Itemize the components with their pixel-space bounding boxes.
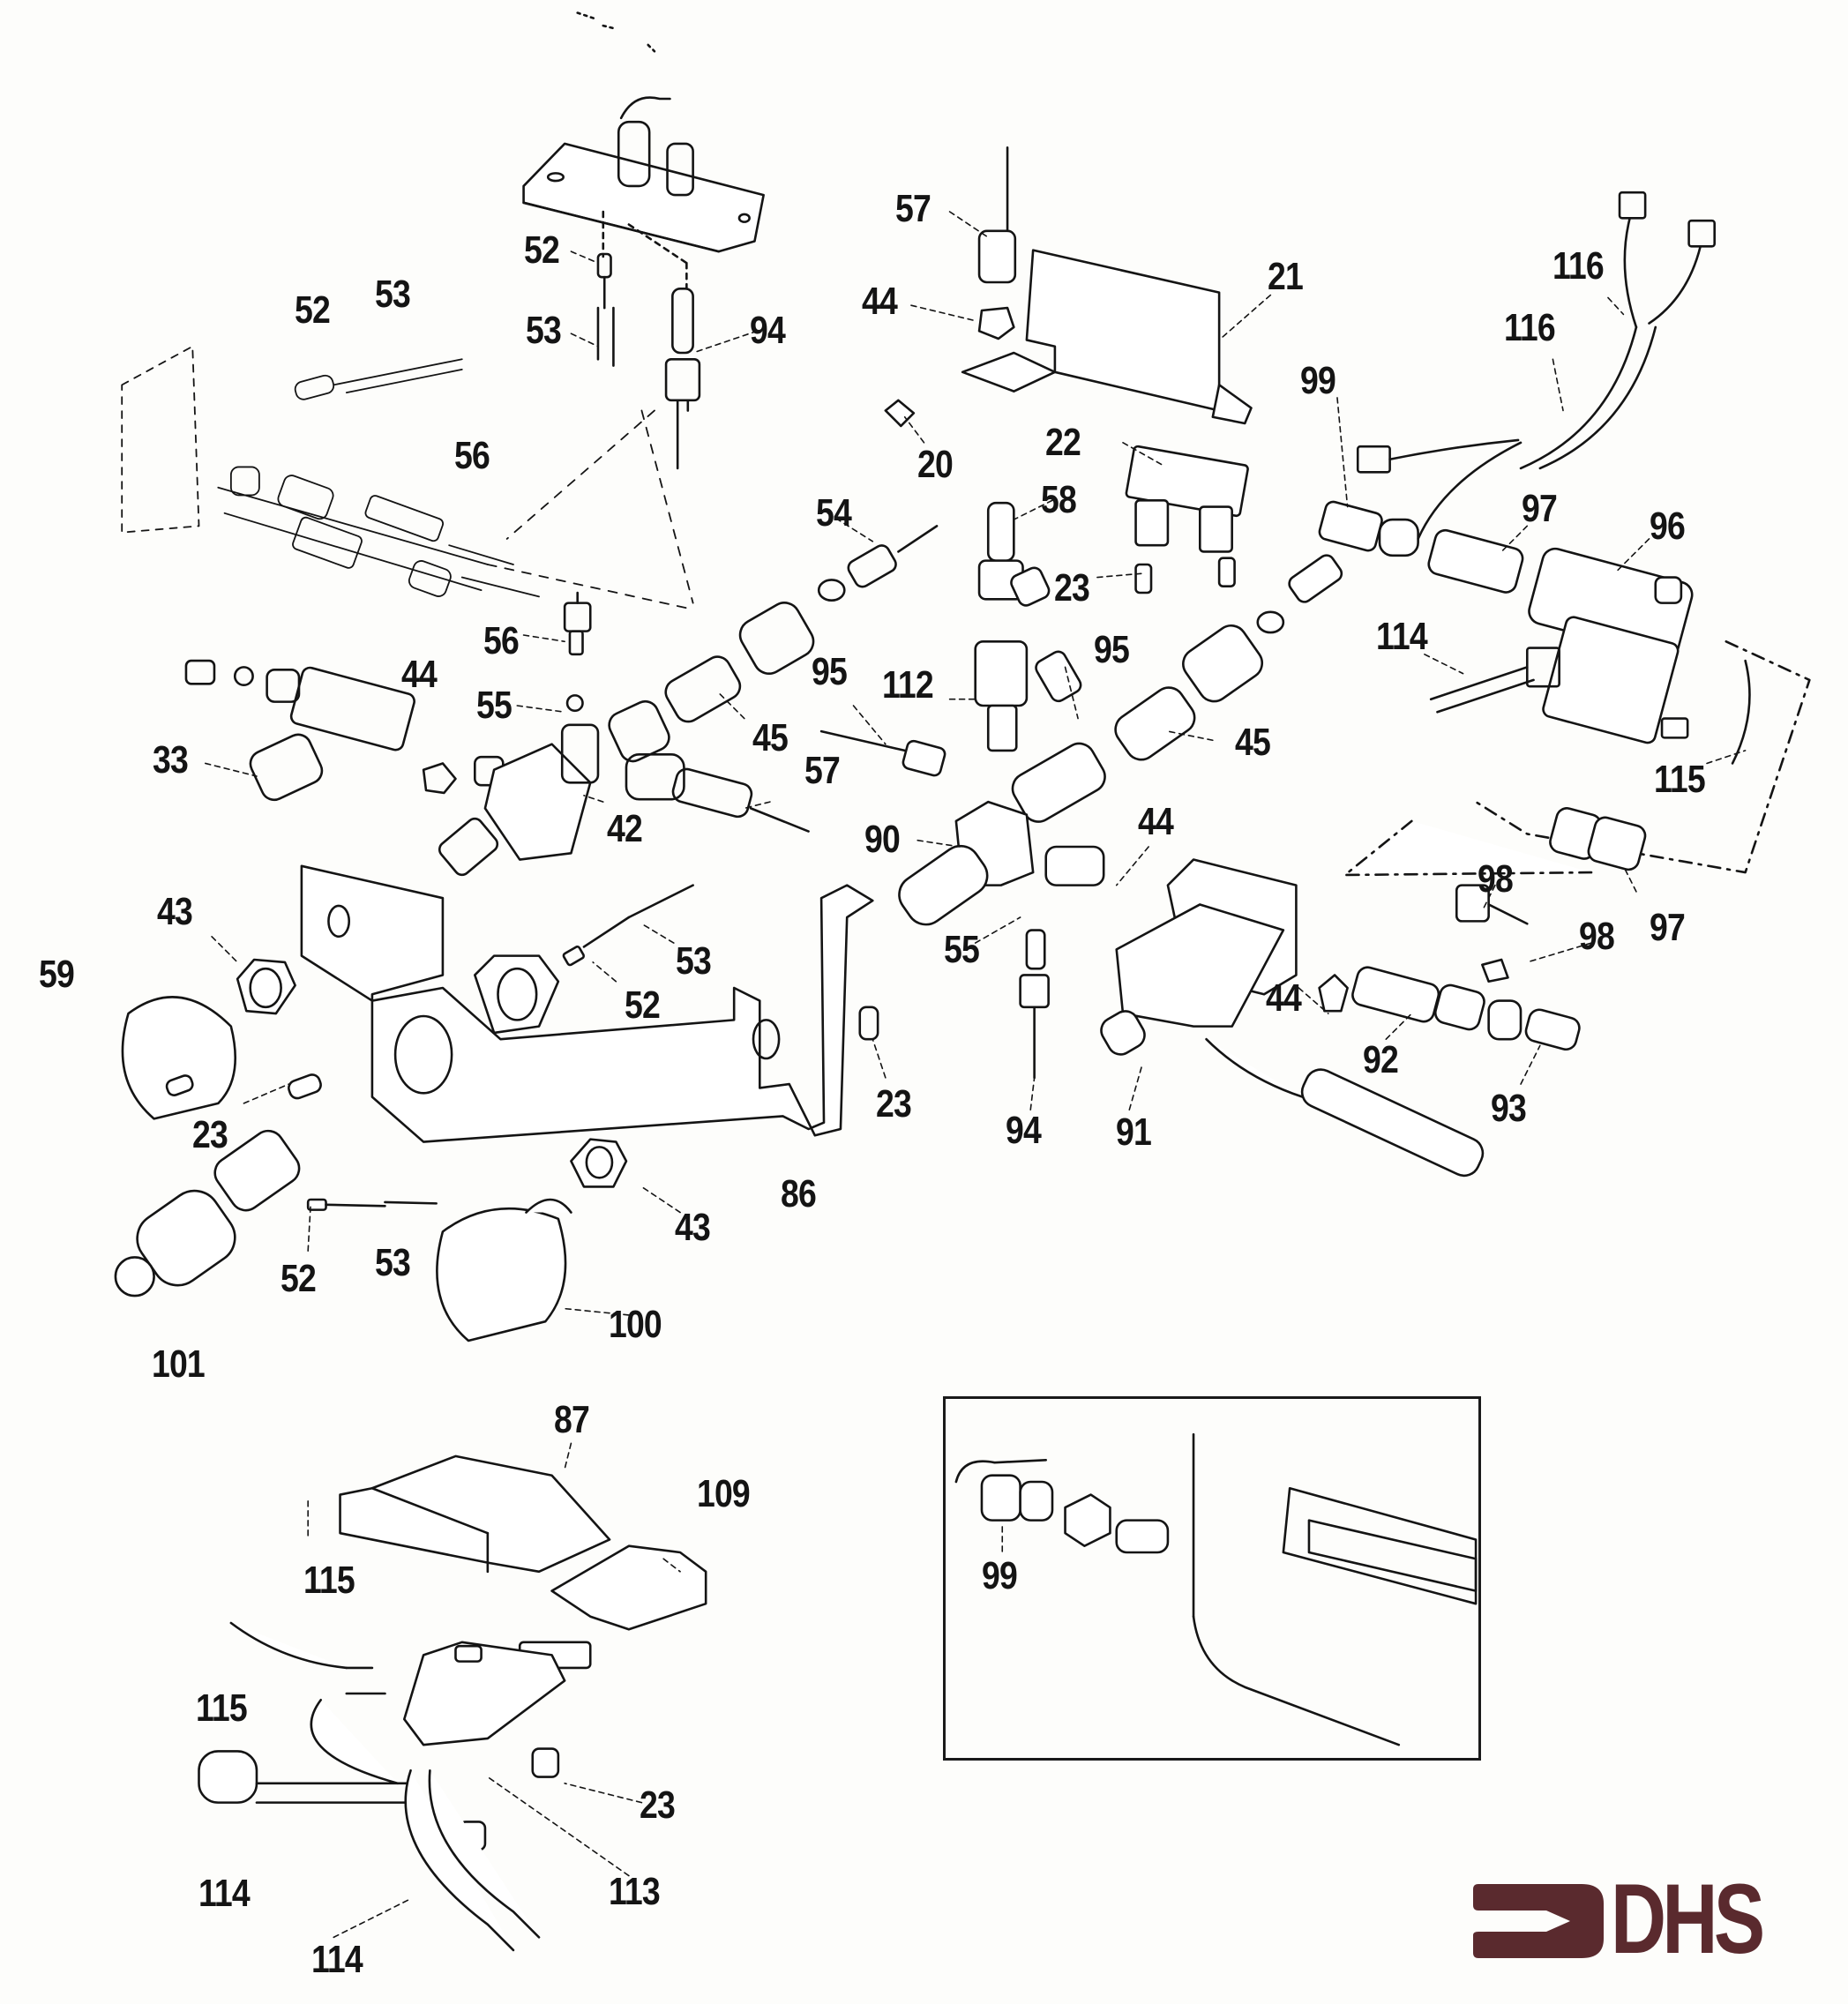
fittings-98-97 [1345, 806, 1648, 924]
dhs-logo: DHS [1471, 1870, 1807, 1969]
logo-text: DHS [1611, 1864, 1765, 1974]
ignition-module-assembly [199, 1456, 707, 1950]
part-label: 54 [816, 491, 852, 535]
part-label: 53 [375, 273, 411, 316]
part-label: 43 [157, 890, 193, 933]
wire-52-53-middle [563, 886, 693, 966]
part-label: 98 [1579, 915, 1615, 958]
part-label: 93 [1491, 1087, 1527, 1130]
part-label: 97 [1522, 487, 1558, 530]
part-label: 116 [1504, 306, 1556, 349]
wiring-114-115-right [1431, 641, 1809, 872]
part-label: 109 [697, 1472, 751, 1515]
part-label: 57 [804, 749, 841, 792]
inset-detail-box [943, 1396, 1481, 1761]
fittings-right [1110, 500, 1525, 766]
part-label: 90 [864, 818, 901, 861]
part-label: 53 [676, 939, 712, 983]
part-label: 95 [812, 650, 848, 693]
part-label: 92 [1363, 1038, 1399, 1081]
part-label: 53 [526, 309, 562, 352]
part-label: 56 [454, 434, 490, 477]
part-label: 55 [944, 928, 980, 971]
part-label: 114 [1376, 615, 1428, 658]
pilot-burner-assembly [524, 13, 764, 289]
part-label: 53 [375, 1241, 411, 1284]
part-label: 115 [303, 1559, 355, 1602]
part-label: 97 [1650, 906, 1686, 949]
part-label: 43 [675, 1206, 711, 1249]
part-label: 96 [1650, 505, 1686, 548]
fittings-92-93 [1320, 960, 1582, 1051]
arrow-bracket-icon [1473, 1884, 1604, 1958]
part-label: 21 [1268, 255, 1304, 298]
knob-100 [308, 1140, 626, 1341]
part-94-top [666, 288, 700, 468]
part-label: 56 [483, 619, 520, 662]
part-label: 86 [781, 1172, 817, 1215]
part-label: 23 [876, 1082, 912, 1125]
pilot-wire [598, 254, 613, 366]
part-label: 99 [1300, 359, 1336, 402]
ghost-fittings-left [122, 347, 692, 609]
part-label: 115 [1654, 758, 1706, 801]
part-label: 44 [401, 653, 438, 696]
part-label: 23 [192, 1113, 228, 1156]
part-label: 52 [281, 1257, 317, 1300]
fittings-45-left [661, 526, 937, 726]
part-label: 57 [895, 187, 931, 230]
part-label: 52 [625, 983, 661, 1027]
part-label: 44 [1138, 800, 1174, 843]
part-label: 52 [295, 288, 331, 332]
part-label: 100 [609, 1303, 662, 1346]
part-label: 113 [609, 1870, 661, 1913]
part-label: 45 [752, 716, 789, 759]
bracket-21 [886, 147, 1252, 593]
thermostat-91 [1096, 860, 1487, 1181]
gas-valve-96 [1526, 546, 1695, 744]
part-label: 91 [1116, 1110, 1152, 1154]
part-label: 98 [1478, 857, 1514, 901]
part-label: 44 [862, 280, 898, 323]
part-label: 23 [1054, 566, 1090, 609]
part-label: 99 [982, 1554, 1018, 1597]
wiring-116 [1358, 192, 1714, 539]
part-label: 45 [1235, 721, 1271, 764]
part-label: 94 [750, 309, 786, 352]
part-label: 59 [39, 953, 75, 996]
part-label: 22 [1045, 421, 1081, 464]
igniter-101 [116, 1125, 305, 1296]
part-label: 55 [476, 684, 513, 727]
part-57-lower [670, 766, 808, 831]
part-label: 20 [917, 443, 954, 486]
part-label: 23 [640, 1783, 676, 1827]
part-label: 52 [524, 228, 560, 272]
valve-42 [437, 593, 685, 878]
part-label: 42 [607, 807, 643, 850]
leader-lines [206, 212, 1746, 1937]
part-33-assembly [186, 661, 456, 804]
part-label: 101 [152, 1342, 206, 1386]
part-label: 94 [1006, 1109, 1042, 1152]
part-label: 112 [882, 663, 934, 707]
part-label: 58 [1041, 478, 1077, 521]
part-label: 95 [1094, 628, 1130, 671]
bracket-86 [302, 866, 872, 1142]
screw-23-bracket [860, 1007, 878, 1039]
center-valve-assembly [821, 503, 1111, 1078]
inset-detail [956, 1434, 1476, 1745]
part-label: 44 [1266, 976, 1302, 1020]
part-label: 115 [196, 1686, 248, 1730]
part-label: 114 [198, 1872, 251, 1915]
knob-59 [123, 960, 323, 1118]
part-label: 33 [153, 738, 189, 781]
part-label: 116 [1552, 244, 1605, 288]
part-label: 87 [554, 1398, 590, 1441]
part-label: 114 [311, 1938, 363, 1981]
